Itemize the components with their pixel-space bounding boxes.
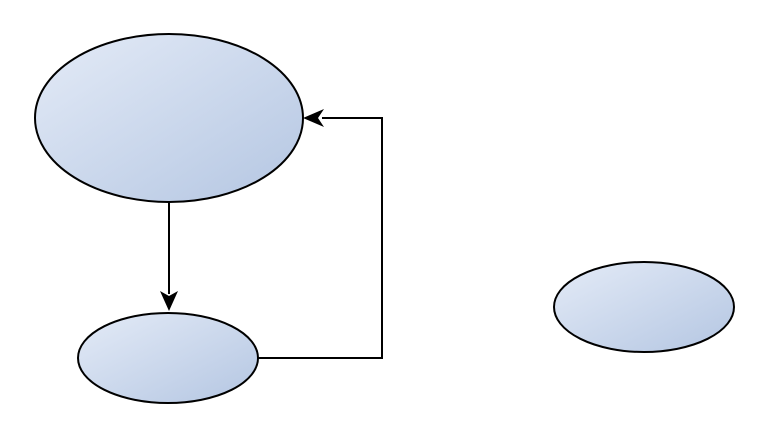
node-small-ellipse[interactable] xyxy=(77,312,259,404)
node-large-ellipse[interactable] xyxy=(34,33,304,203)
node-isolated-ellipse[interactable] xyxy=(553,261,735,353)
edge-large-to-small[interactable] xyxy=(160,202,178,311)
arrowhead-left-icon xyxy=(303,109,324,127)
arrowhead-down-icon xyxy=(160,291,178,311)
edge-small-to-large[interactable] xyxy=(258,109,383,359)
